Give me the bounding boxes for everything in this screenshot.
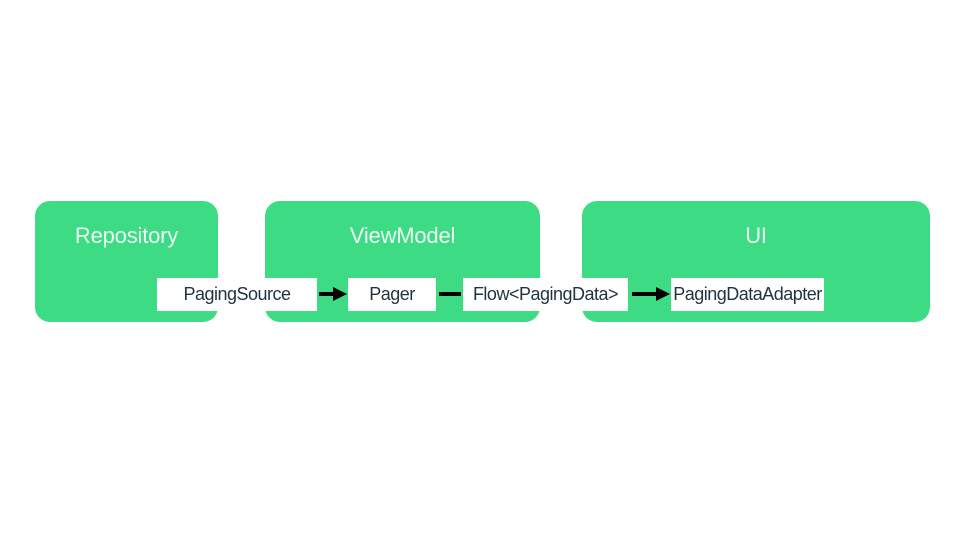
arrow-shaft xyxy=(632,292,658,296)
container-viewmodel-title: ViewModel xyxy=(349,223,456,248)
container-repository-title: Repository xyxy=(74,223,179,248)
node-pager: Pager xyxy=(348,278,436,311)
container-repository: Repository xyxy=(35,201,218,322)
arrow-head-right-icon xyxy=(656,287,670,301)
node-flow-paging-data: Flow<PagingData> xyxy=(463,278,628,311)
arrow-head-right-icon xyxy=(333,287,347,301)
node-paging-source: PagingSource xyxy=(157,278,317,311)
node-paging-data-adapter: PagingDataAdapter xyxy=(671,278,824,311)
arrow-shaft xyxy=(319,292,336,296)
container-ui-title: UI xyxy=(745,223,767,248)
plain-line xyxy=(439,292,461,296)
